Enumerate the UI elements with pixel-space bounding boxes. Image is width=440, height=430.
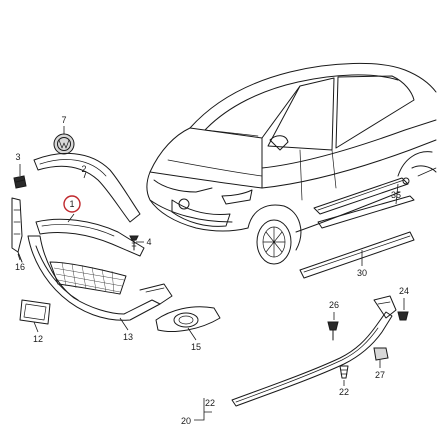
callout-2: 2: [81, 164, 86, 174]
callout-35: 35: [391, 190, 401, 200]
part-screw: [129, 235, 139, 251]
callout-3: 3: [15, 152, 20, 162]
callout-15: 15: [191, 342, 201, 352]
callout-22-sill: 22: [205, 398, 215, 408]
part-plate: [19, 299, 51, 325]
leader-lines: [17, 126, 405, 421]
part-sill-trim: [231, 295, 409, 407]
callout-13: 13: [123, 332, 133, 342]
callout-12: 12: [33, 334, 43, 344]
part-fog-cover: [155, 306, 221, 332]
callout-1-highlight: [63, 195, 81, 213]
part-clip: [13, 175, 27, 189]
callout-30: 30: [357, 268, 367, 278]
part-lower-grille: [27, 235, 173, 321]
callout-4: 4: [146, 237, 151, 247]
car-illustration: [146, 62, 437, 265]
callout-20: 20: [181, 416, 191, 426]
callout-16: 16: [15, 262, 25, 272]
part-upper-trim: [33, 152, 141, 223]
callout-26: 26: [329, 300, 339, 310]
part-emblem: [53, 133, 75, 155]
callout-24: 24: [399, 286, 409, 296]
callout-27: 27: [375, 370, 385, 380]
callout-22-clip: 22: [339, 387, 349, 397]
part-side-strip: [299, 177, 415, 279]
callout-7: 7: [61, 115, 66, 125]
part-upper-grille: [35, 218, 145, 257]
callout-1: 1: [69, 199, 74, 209]
part-side-bracket: [11, 197, 23, 263]
